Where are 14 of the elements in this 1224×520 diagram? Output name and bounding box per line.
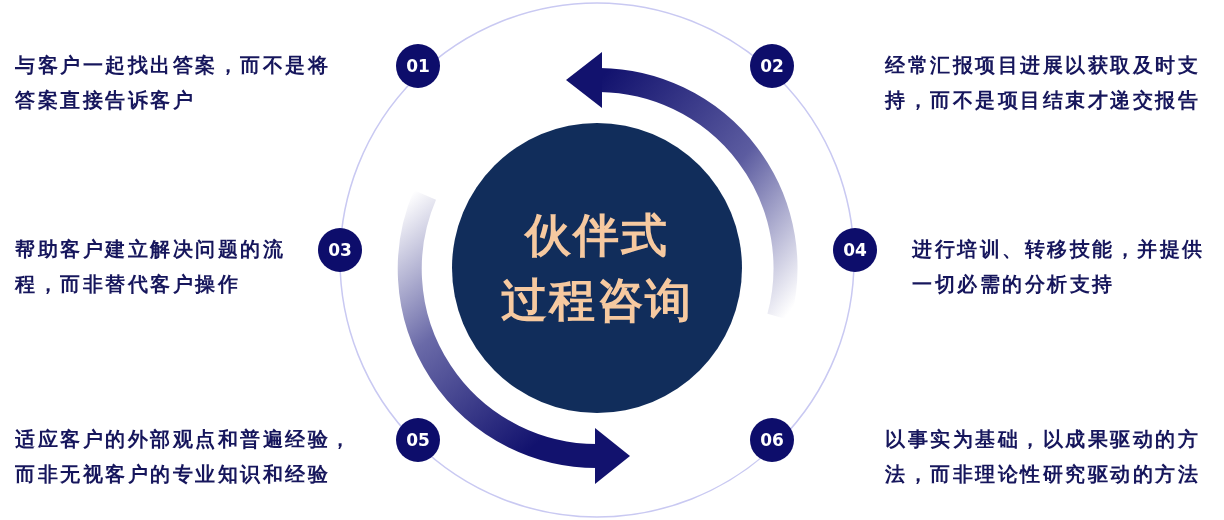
number-circle: 05 [396, 418, 440, 462]
description-text: 与客户一起找出答案，而不是将答案直接告诉客户 [15, 52, 331, 114]
description-text: 帮助客户建立解决问题的流程，而非替代客户操作 [15, 236, 286, 298]
number-circle: 04 [833, 228, 877, 272]
center-title: 过程咨询 [501, 275, 693, 326]
number-circle: 01 [396, 44, 440, 88]
number-circle: 06 [750, 418, 794, 462]
number-circle: 03 [318, 228, 362, 272]
center-title: 伙伴式 [525, 210, 669, 261]
description-text: 经常汇报项目进展以获取及时支持，而不是项目结束才递交报告 [885, 52, 1201, 114]
number-circle: 02 [750, 44, 794, 88]
description-text: 以事实为基础，以成果驱动的方法，而非理论性研究驱动的方法 [885, 426, 1201, 488]
description-text: 进行培训、转移技能，并提供一切必需的分析支持 [912, 236, 1206, 298]
description-text: 适应客户的外部观点和普遍经验，而非无视客户的专业知识和经验 [15, 426, 354, 488]
